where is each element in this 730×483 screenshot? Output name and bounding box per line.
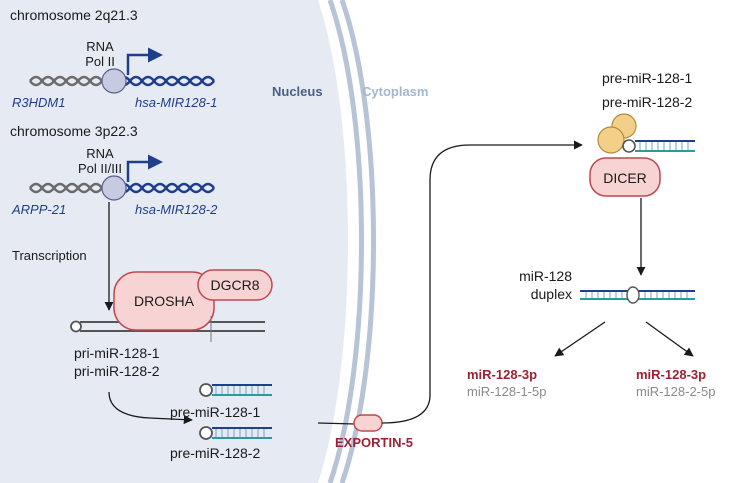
pri-mirna-label-2: pri-miR-128-2 bbox=[74, 363, 160, 379]
mir-gene-label-2: hsa-MIR128-2 bbox=[135, 202, 218, 217]
dicer-enzyme bbox=[589, 157, 661, 197]
strand-selection-arrow-right bbox=[645, 321, 694, 357]
dna-helix-1 bbox=[29, 75, 215, 87]
pre-mirna-hairpin-2 bbox=[199, 426, 272, 440]
mature-passenger-left: miR-128-1-5p bbox=[467, 384, 546, 399]
transcription-start-arrow-2 bbox=[126, 154, 163, 182]
polymerase-label-2a: RNA bbox=[86, 146, 114, 161]
pre-mirna-cytoplasm-label-1: pre-miR-128-1 bbox=[602, 70, 692, 86]
dna-helix-2 bbox=[29, 182, 215, 194]
pre-mirna-hairpin-1 bbox=[199, 383, 272, 397]
polymerase-label-2b: Pol II/III bbox=[78, 161, 122, 176]
mirna-duplex bbox=[580, 286, 695, 304]
pre-mirna-nucleus-label-2: pre-miR-128-2 bbox=[170, 445, 260, 461]
chromosome-label-1: chromosome 2q21.3 bbox=[10, 7, 138, 23]
pri-mirna-label-1: pri-miR-128-1 bbox=[74, 345, 160, 361]
exportin-5-protein bbox=[353, 414, 383, 432]
export-arrow bbox=[381, 140, 583, 424]
dicer-helicase-domain-2 bbox=[597, 126, 625, 154]
drosha-label: DROSHA bbox=[134, 293, 195, 309]
nucleus-label: Nucleus bbox=[272, 84, 323, 99]
duplex-label-2: duplex bbox=[531, 286, 572, 302]
pre-mirna-cytoplasm-label-2: pre-miR-128-2 bbox=[602, 94, 692, 110]
rna-polymerase-2 bbox=[101, 175, 127, 201]
mature-guide-left: miR-128-3p bbox=[467, 367, 537, 382]
processing-arrow bbox=[108, 391, 193, 425]
cytoplasm-label: Cytoplasm bbox=[362, 84, 428, 99]
exportin-5-label: EXPORTIN-5 bbox=[335, 435, 413, 450]
rna-polymerase-1 bbox=[101, 68, 127, 94]
dgcr8-protein bbox=[197, 269, 273, 301]
mature-guide-right: miR-128-3p bbox=[636, 367, 706, 382]
dicer-label: DICER bbox=[603, 170, 647, 186]
host-gene-label-2: ARPP-21 bbox=[11, 202, 66, 217]
host-gene-label-1: R3HDM1 bbox=[12, 95, 65, 110]
drosha-complex bbox=[113, 271, 215, 331]
chromosome-label-2: chromosome 3p22.3 bbox=[10, 123, 138, 139]
polymerase-label-1b: Pol II bbox=[85, 54, 115, 69]
nuclear-membrane-inner bbox=[327, 0, 364, 483]
transcription-label: Transcription bbox=[12, 248, 87, 263]
mir-gene-label-1: hsa-MIR128-1 bbox=[135, 95, 217, 110]
duplex-label-1: miR-128 bbox=[519, 268, 572, 284]
nucleus-region bbox=[0, 0, 348, 483]
strand-selection-arrow-left bbox=[554, 321, 606, 357]
mature-passenger-right: miR-128-2-5p bbox=[636, 384, 715, 399]
dgcr8-label: DGCR8 bbox=[210, 277, 259, 293]
export-line-nucleus bbox=[317, 422, 356, 425]
transcription-start-arrow-1 bbox=[126, 47, 163, 75]
pre-mirna-bound-dicer bbox=[622, 139, 695, 153]
pre-mirna-nucleus-label-1: pre-miR-128-1 bbox=[170, 404, 260, 420]
polymerase-label-1a: RNA bbox=[86, 39, 114, 54]
